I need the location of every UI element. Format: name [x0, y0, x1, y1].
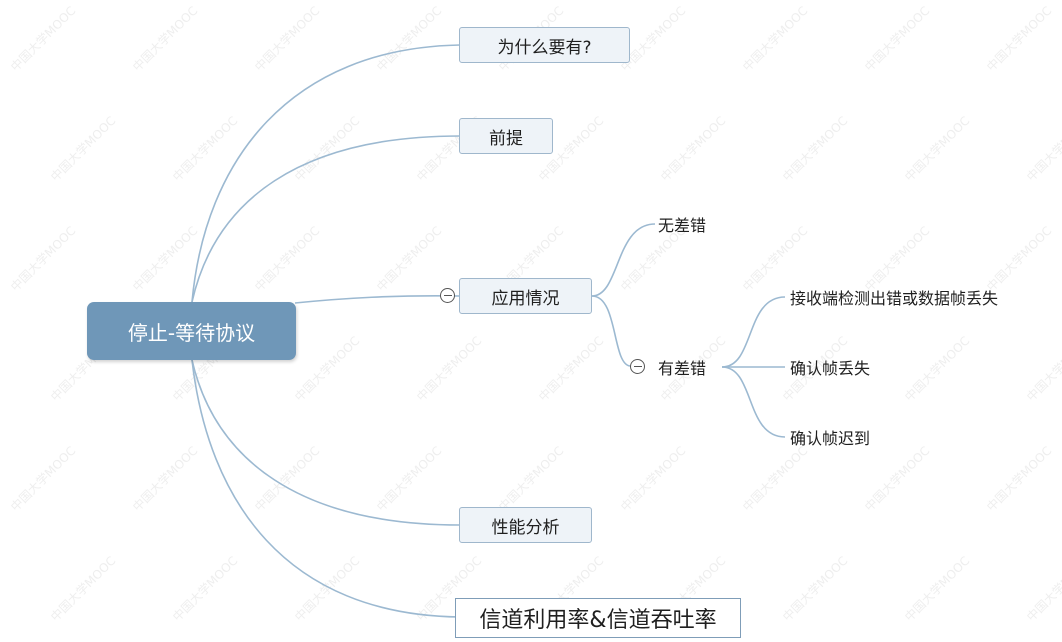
leaf-ack-lost[interactable]: 确认帧丢失 [790, 356, 900, 378]
topic-utilization-label: 信道利用率&信道吞吐率 [479, 608, 717, 633]
link-error-receiver [721, 296, 786, 368]
link-root-application [294, 295, 461, 304]
root-label: 停止-等待协议 [127, 320, 256, 345]
topic-application[interactable]: 应用情况 [459, 278, 592, 314]
leaf-ack-lost-label: 确认帧丢失 [790, 359, 871, 378]
topic-utilization[interactable]: 信道利用率&信道吞吐率 [455, 598, 741, 638]
leaf-has-error[interactable]: 有差错 [658, 356, 722, 378]
leaf-ack-late-label: 确认帧迟到 [790, 429, 871, 448]
leaf-receiver-detects-error-label: 接收端检测出错或数据帧丢失 [790, 289, 999, 308]
leaf-receiver-detects-error[interactable]: 接收端检测出错或数据帧丢失 [790, 286, 1030, 308]
leaf-no-error-label: 无差错 [658, 216, 707, 235]
link-root-performance [191, 359, 461, 526]
collapse-application-icon[interactable] [440, 288, 455, 303]
link-error-acklate [721, 366, 786, 438]
topic-why-label: 为什么要有? [497, 37, 592, 58]
topic-why[interactable]: 为什么要有? [459, 27, 630, 63]
link-root-utilization [191, 359, 461, 618]
link-app-haserror [591, 295, 631, 367]
topic-premise-label: 前提 [489, 128, 523, 149]
topic-application-label: 应用情况 [491, 288, 560, 309]
link-app-noerror [591, 223, 656, 297]
root-node[interactable]: 停止-等待协议 [87, 302, 296, 360]
link-root-why [191, 44, 461, 303]
topic-premise[interactable]: 前提 [459, 118, 553, 154]
leaf-has-error-label: 有差错 [658, 359, 707, 378]
topic-performance-label: 性能分析 [491, 517, 560, 538]
collapse-has-error-icon[interactable] [630, 359, 645, 374]
leaf-ack-late[interactable]: 确认帧迟到 [790, 426, 900, 448]
topic-performance[interactable]: 性能分析 [459, 507, 592, 543]
link-root-premise [191, 135, 461, 303]
leaf-no-error[interactable]: 无差错 [658, 213, 738, 235]
